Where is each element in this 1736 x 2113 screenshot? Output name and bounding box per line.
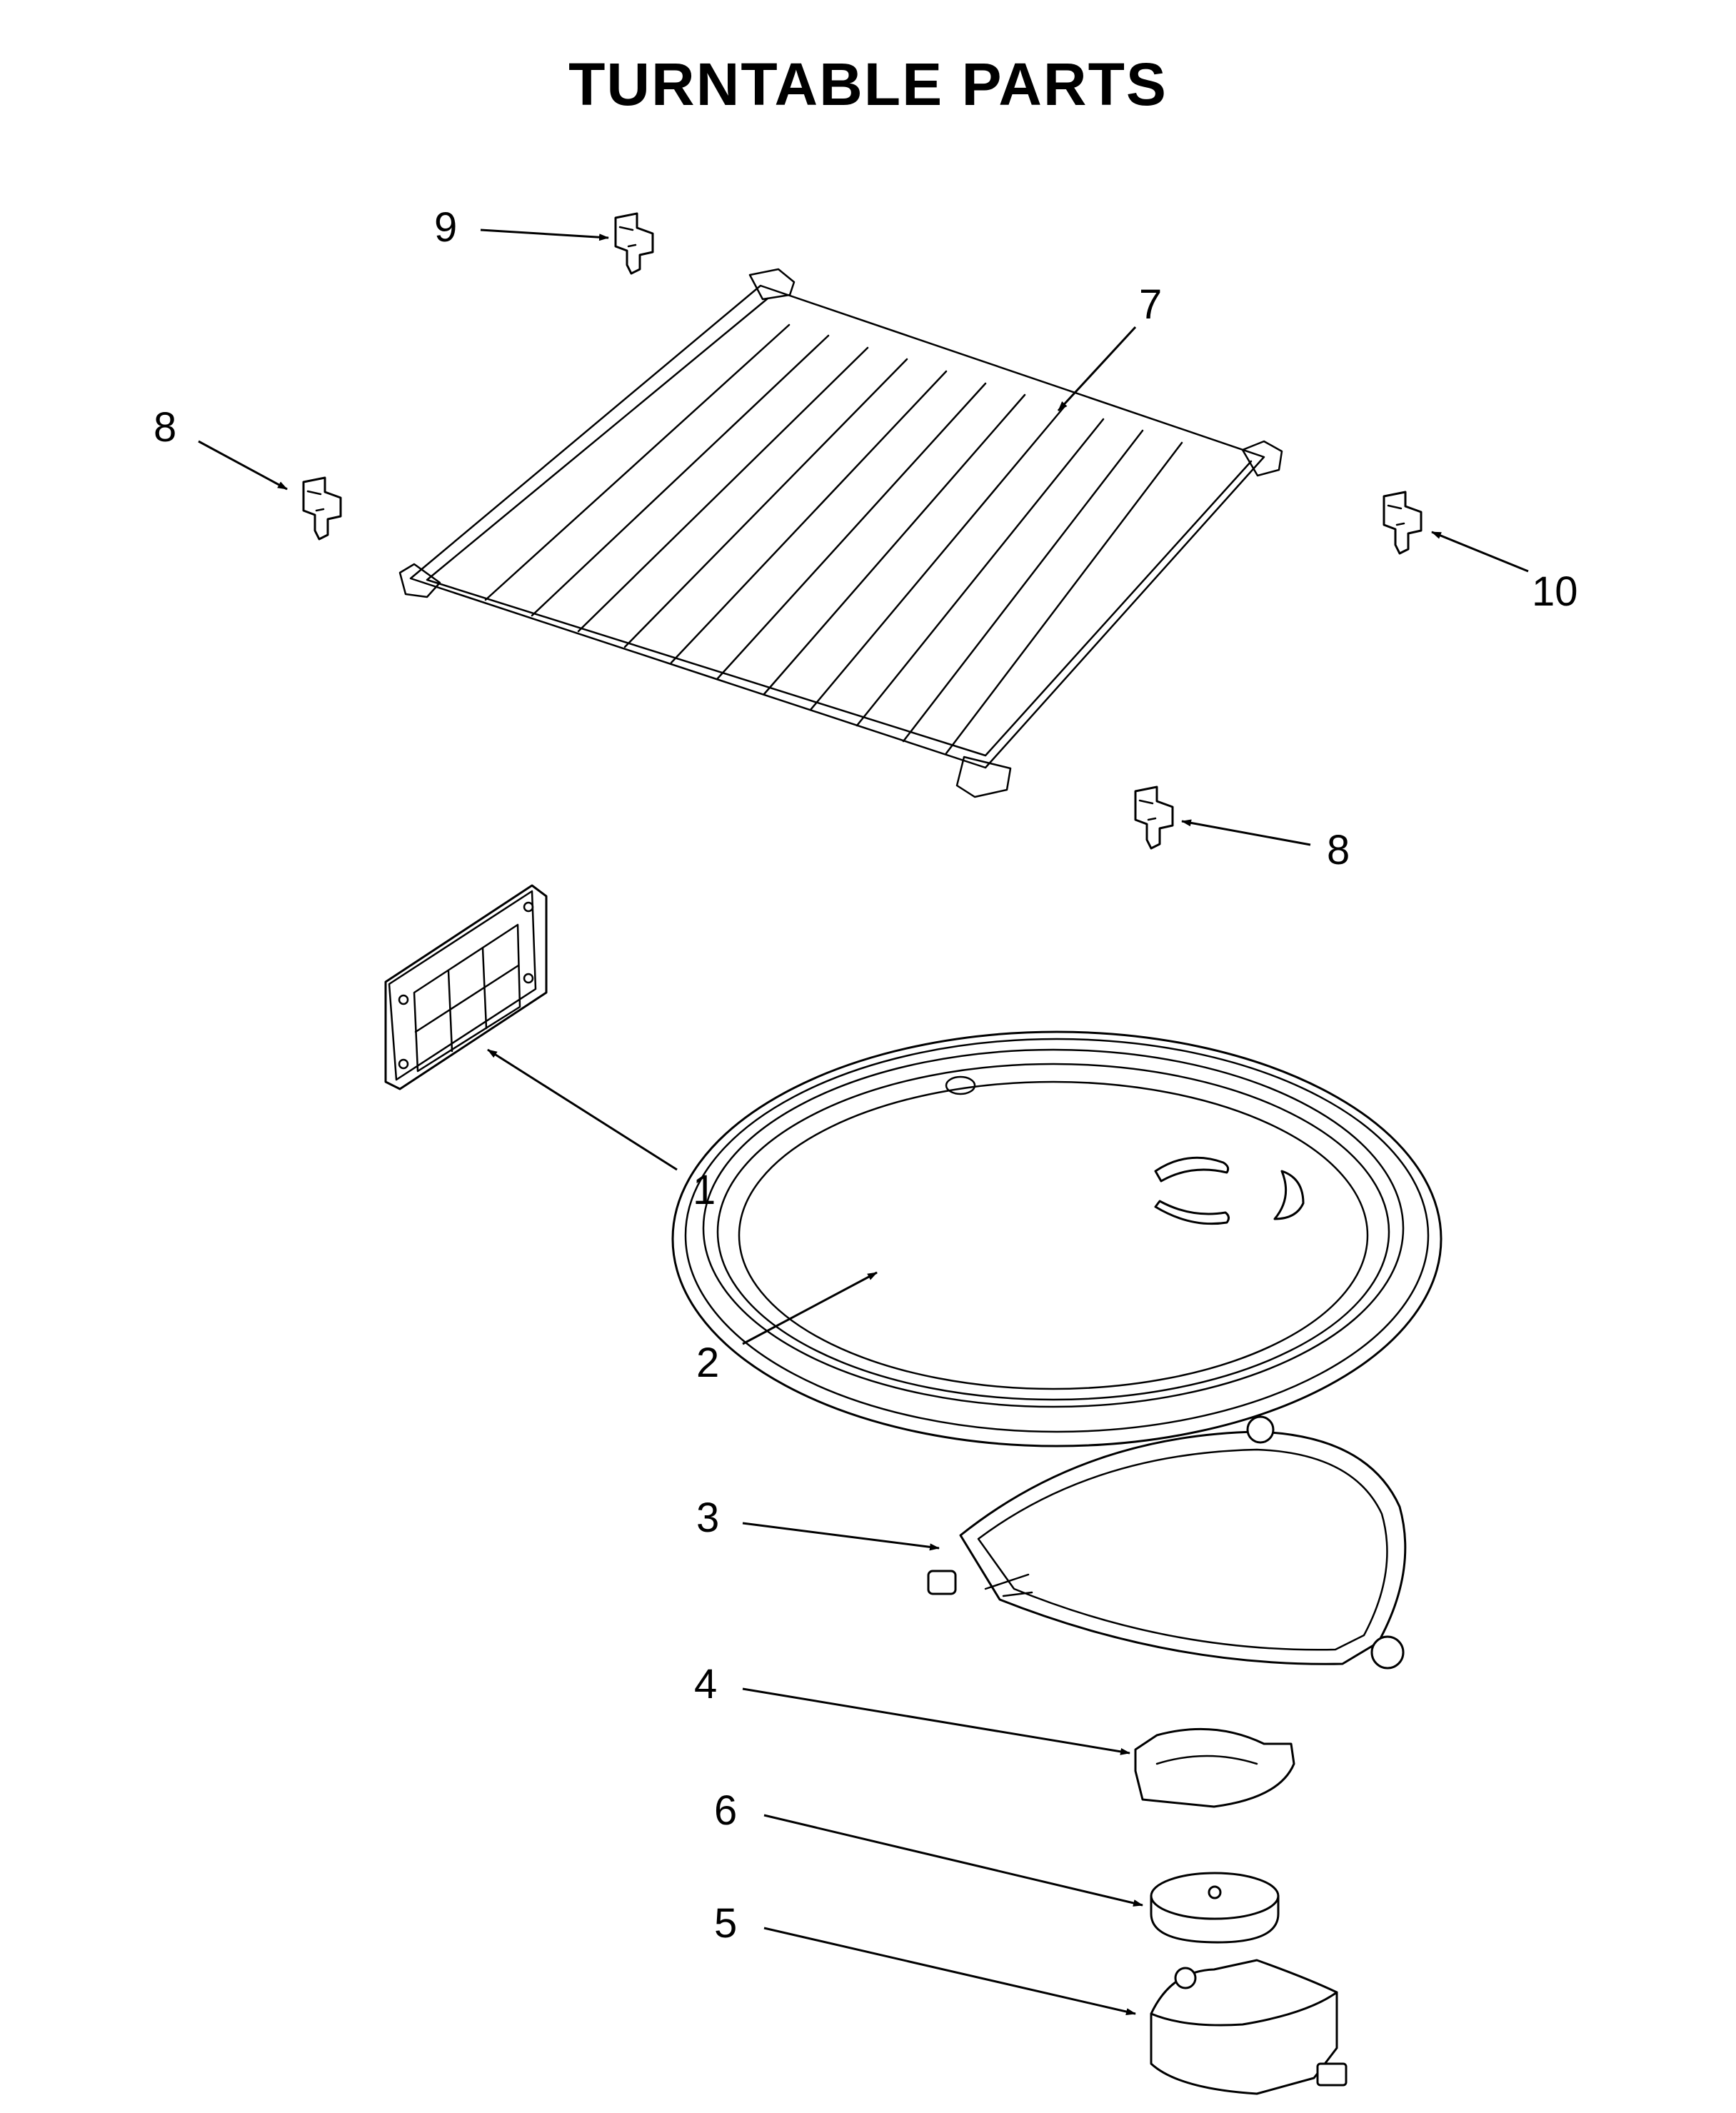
leader-6 [763, 1814, 1143, 1907]
leader-4 [742, 1687, 1130, 1755]
callout-10: 10 [1532, 568, 1578, 615]
rack-support-rear [614, 212, 654, 275]
leader-7 [1057, 326, 1137, 412]
callout-9: 9 [434, 204, 457, 251]
callout-7: 7 [1139, 281, 1162, 328]
leader-9 [480, 229, 609, 241]
support-ring [927, 1415, 1407, 1670]
turntable-motor [1150, 1959, 1348, 2095]
callout-1: 1 [693, 1167, 716, 1213]
rack-support-front [1134, 786, 1174, 850]
page-title: TURNTABLE PARTS [568, 51, 1168, 118]
callout-8-left: 8 [154, 404, 176, 451]
leader-8-left [198, 440, 288, 491]
callout-3: 3 [696, 1495, 719, 1541]
callout-2: 2 [696, 1340, 719, 1386]
coupler [1134, 1727, 1295, 1808]
callout-4: 4 [694, 1661, 717, 1707]
leader-2 [742, 1271, 878, 1345]
motor-shaft-cap [1150, 1872, 1280, 1944]
leader-10 [1431, 531, 1529, 573]
leader-lines [198, 229, 1529, 2015]
rack-support-right [1383, 491, 1423, 555]
wire-rack [398, 268, 1283, 798]
rack-support-left [302, 476, 342, 541]
rack-wires [484, 323, 1183, 755]
callout-6: 6 [714, 1787, 737, 1834]
callout-8-front: 8 [1327, 827, 1350, 873]
callout-5: 5 [714, 1900, 737, 1947]
leader-1 [487, 1048, 678, 1171]
leader-8-front [1181, 819, 1311, 846]
filter [384, 884, 548, 1090]
leader-5 [763, 1927, 1136, 2015]
callout-numbers: 9 8 7 10 8 1 2 3 4 6 5 [154, 204, 1578, 1947]
glass-tray [671, 1030, 1443, 1447]
leader-3 [742, 1522, 940, 1551]
